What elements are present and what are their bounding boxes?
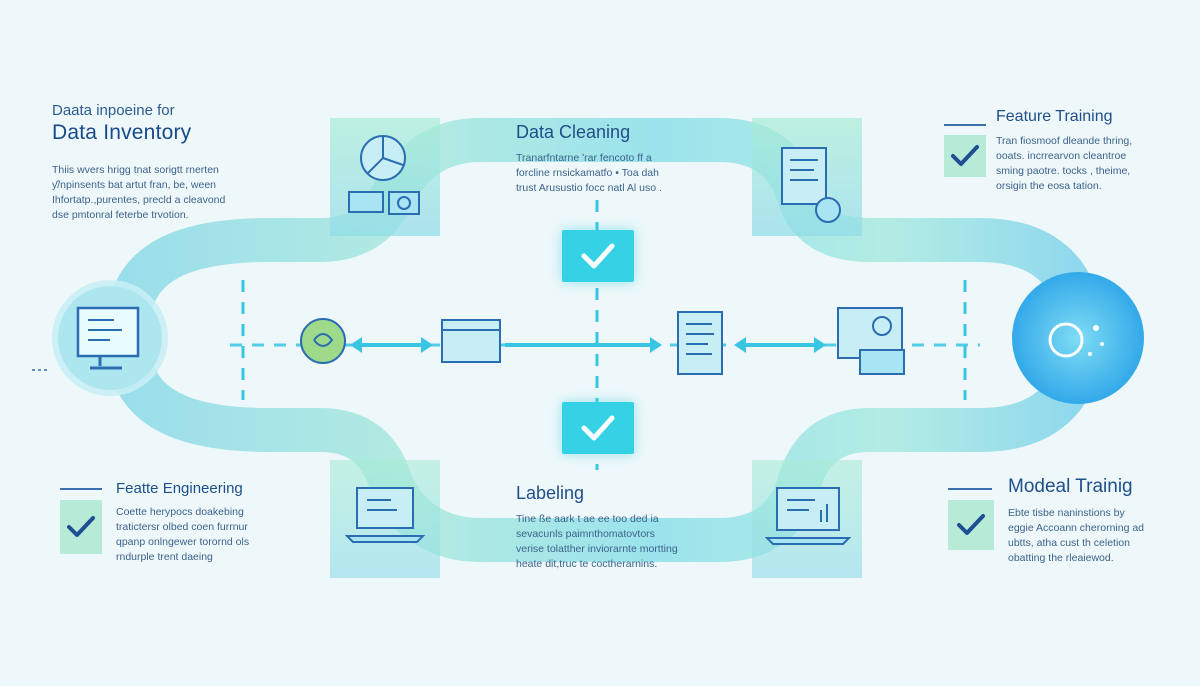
feature-engineering-checkbox[interactable] <box>60 500 102 554</box>
feature-training-desc: Tran fiosmoof dleande thring, ooats. inc… <box>996 135 1133 192</box>
bottom-hub-checkbox[interactable] <box>562 402 634 454</box>
feature-engineering-rule <box>60 488 102 490</box>
labeling-desc: Tine ße aark t ae ee too ded ia sevacunl… <box>516 513 678 570</box>
top-hub-checkbox[interactable] <box>562 230 634 282</box>
feature-engineering-title: Featte Engineering <box>116 480 243 497</box>
data-cleaning-title: Data Cleaning <box>516 122 631 142</box>
data-cleaning-desc: Tranarfntarne ʹrar fencoto ff a forcline… <box>516 152 662 194</box>
data-inventory-title: Data Inventory <box>52 121 192 144</box>
feature-training-block: Feature Training Tran fiosmoof dleande t… <box>996 108 1186 194</box>
feature-training-rule <box>944 124 986 126</box>
model-training-rule <box>948 488 992 490</box>
feature-training-checkbox[interactable] <box>944 135 986 177</box>
laptop-chart-icon <box>765 487 852 545</box>
feature-engineering-desc: Coette herypocs doakebing tratictersr ol… <box>116 506 250 563</box>
report-icon <box>837 307 905 375</box>
feature-training-title: Feature Training <box>996 108 1113 125</box>
model-training-title: Modeal Trainig <box>1008 476 1133 497</box>
labeling-title: Labeling <box>516 483 585 503</box>
gear-brain-icon <box>1048 322 1104 358</box>
model-training-desc: Ebte tisbe naninstions by eggie Accoann … <box>1008 507 1145 564</box>
data-inventory-kicker: Daata inpoeine for <box>52 102 175 119</box>
feature-engineering-block: Featte Engineering Coette herypocs doake… <box>116 480 296 565</box>
checkmark-icon <box>581 415 615 441</box>
checkmark-icon <box>67 516 95 537</box>
checkmark-icon <box>951 145 979 166</box>
file-icon <box>677 311 723 375</box>
data-cleaning-block: Data Cleaning Tranarfntarne ʹrar fencoto… <box>516 122 716 196</box>
monitor-icon <box>76 306 140 370</box>
model-training-block: Modeal Trainig Ebte tisbe naninstions by… <box>1008 476 1188 566</box>
virus-icon <box>300 318 346 364</box>
labeling-block: Labeling Tine ße aark t ae ee too ded ia… <box>516 483 716 572</box>
data-inventory-block: Daata inpoeine for Data Inventory Thiis … <box>52 102 292 223</box>
data-inventory-desc: Thiis wvers hrigg tnat sorigtt rnerten ƴ… <box>52 164 226 221</box>
model-training-checkbox[interactable] <box>948 500 994 550</box>
checkmark-icon <box>957 514 985 535</box>
laptop-icon <box>345 487 425 543</box>
checkmark-icon <box>581 243 615 269</box>
document-icon <box>781 147 841 223</box>
browser-window-icon <box>441 319 501 363</box>
pie-chart-icon <box>348 135 420 215</box>
